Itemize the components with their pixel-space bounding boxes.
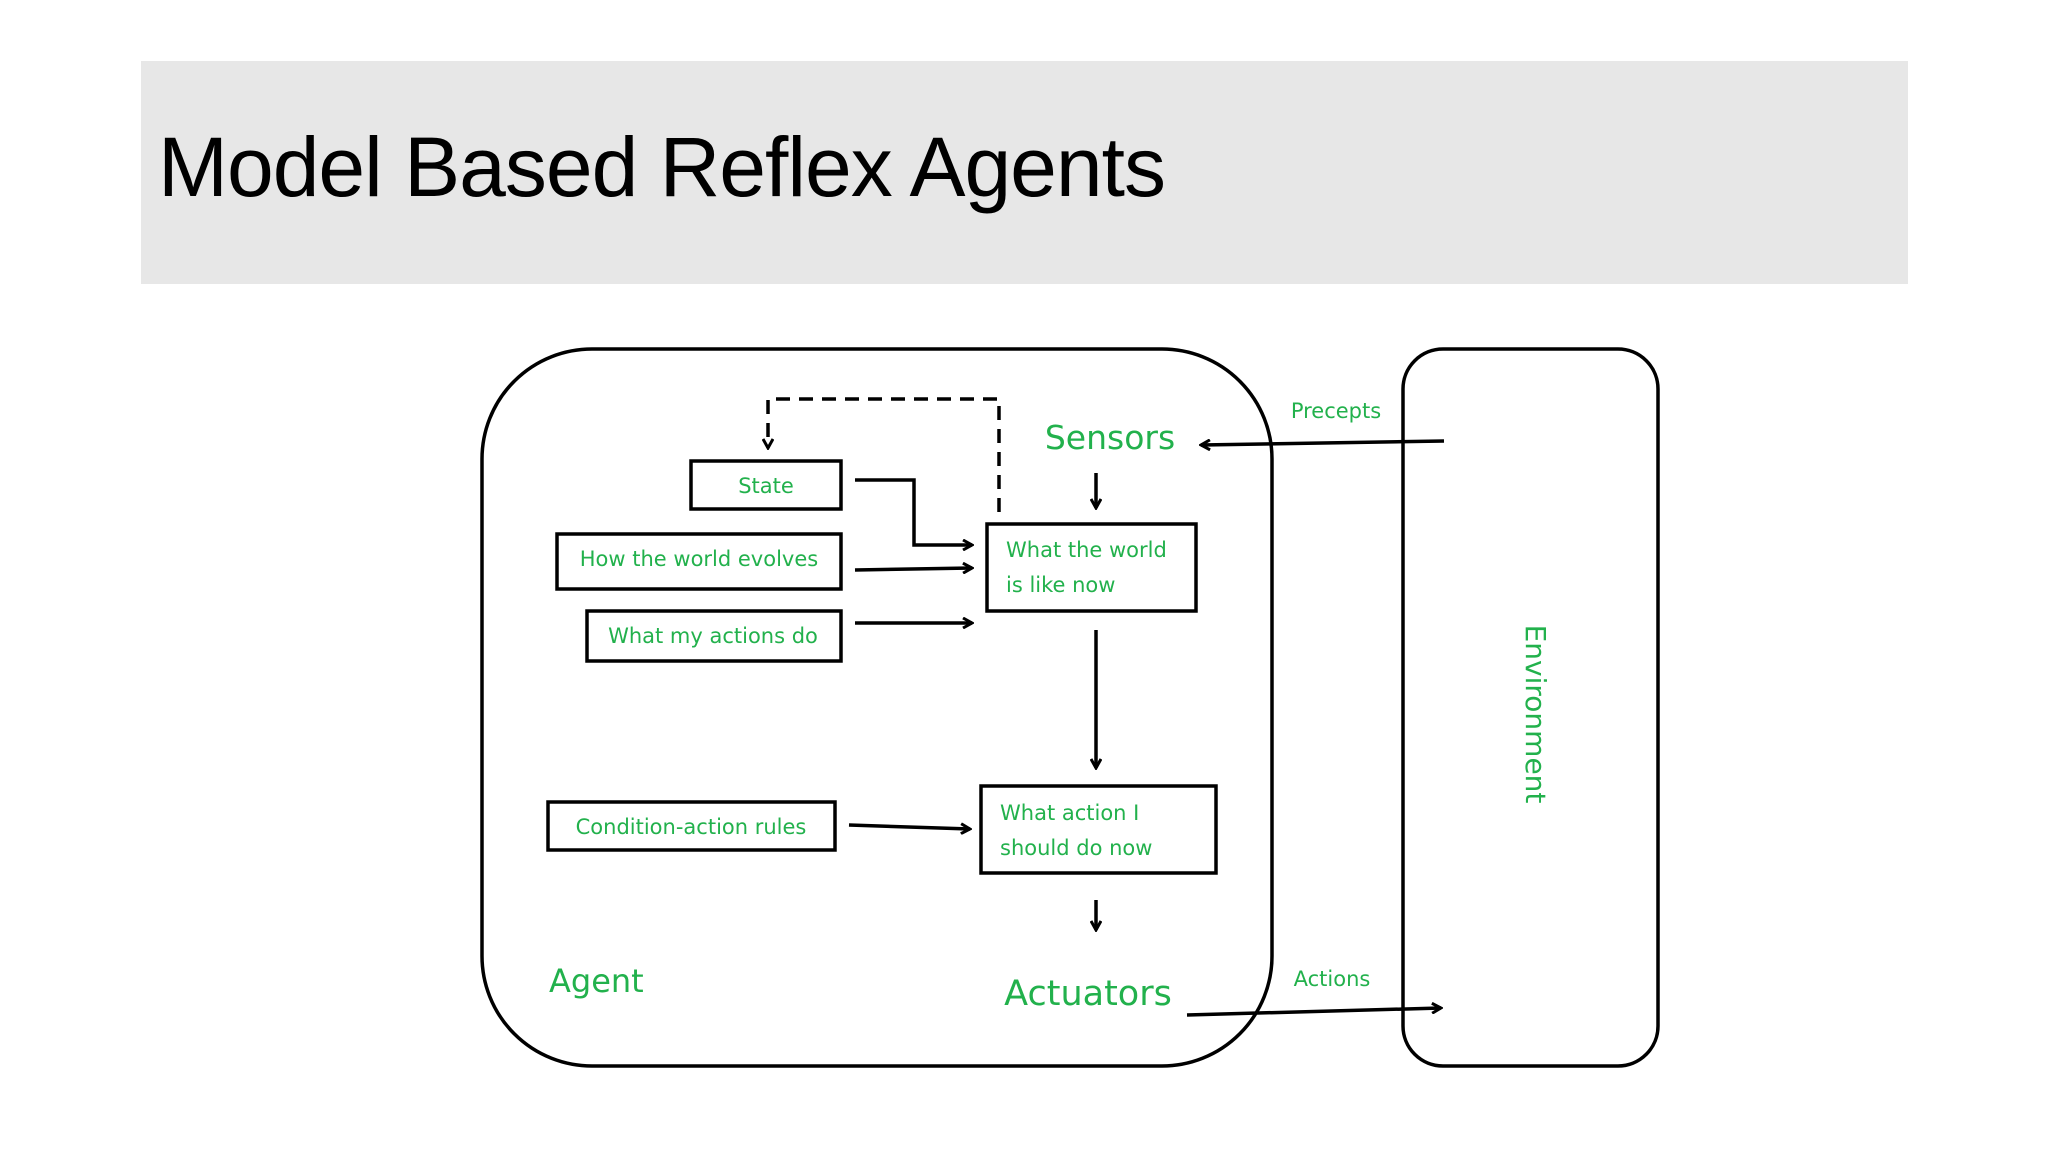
state-box — [689, 459, 843, 511]
state-to-world-arrow — [855, 478, 972, 545]
action-now-box-label-2: should do now — [1000, 836, 1152, 860]
agent-container — [480, 347, 1274, 1068]
world-now-box — [985, 522, 1198, 613]
sensors-label: Sensors — [1045, 418, 1175, 457]
slide-title: Model Based Reflex Agents — [158, 120, 1166, 214]
actuators-label: Actuators — [1004, 974, 1172, 1014]
actions-label: Actions — [1294, 967, 1371, 991]
action-now-box-label-1: What action I — [1000, 801, 1139, 825]
world-now-box-label-2: is like now — [1006, 573, 1115, 597]
world-evolves-box — [555, 532, 843, 591]
state-feedback-dashed-line — [768, 397, 1001, 512]
world-evolves-box-label: How the world evolves — [580, 547, 818, 571]
rules-box — [546, 800, 837, 852]
actions-do-box — [585, 609, 843, 663]
world-now-box-label-1: What the world — [1006, 538, 1167, 562]
rules-box-label: Condition-action rules — [576, 815, 807, 839]
environment-label: Environment — [1519, 625, 1552, 804]
percepts-arrow — [1201, 441, 1445, 445]
actions-do-box-label: What my actions do — [608, 624, 818, 648]
actions-arrow — [1186, 1008, 1441, 1017]
world-evolves-arrow — [854, 568, 972, 570]
agent-label: Agent — [549, 962, 644, 1000]
action-now-box — [979, 784, 1218, 875]
environment-container — [1401, 347, 1660, 1068]
percepts-label: Precepts — [1291, 399, 1381, 423]
rules-arrow — [848, 825, 970, 829]
title-band: Model Based Reflex Agents — [141, 61, 1908, 284]
state-box-label: State — [738, 474, 794, 498]
